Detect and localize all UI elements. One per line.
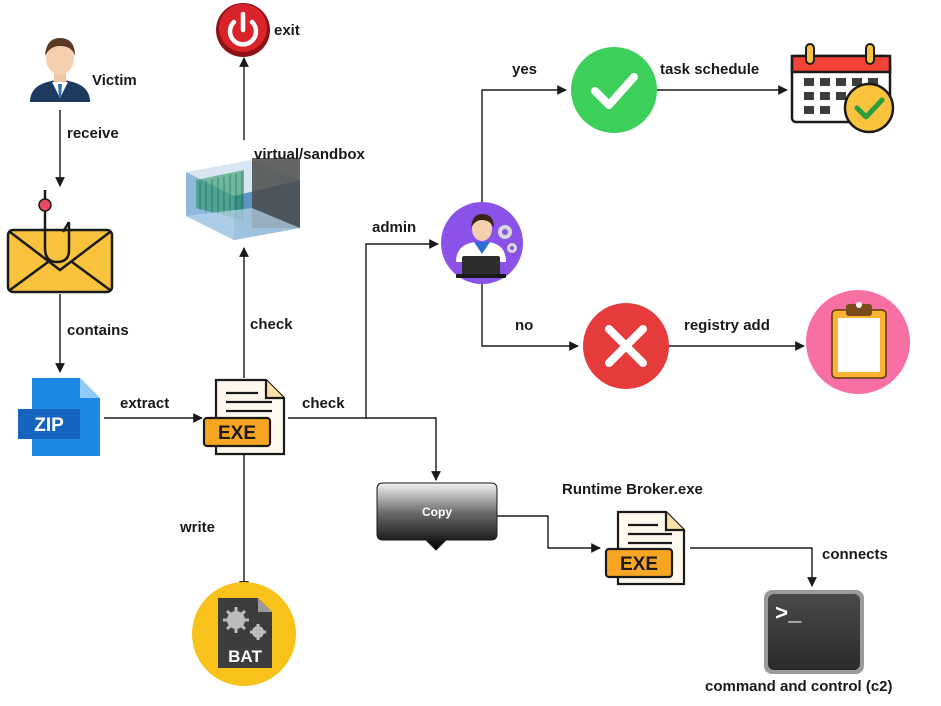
exe-label: EXE [218, 423, 256, 444]
edge-runtime-to-c2 [690, 547, 817, 587]
sandbox-icon [186, 158, 300, 240]
edge-label-extract: extract [120, 395, 170, 412]
runtime-exe-label: EXE [620, 554, 658, 575]
edge-admin-yes [481, 85, 567, 208]
edge-label-connects: connects [822, 546, 888, 563]
power-icon [216, 3, 270, 57]
x-icon [583, 303, 669, 389]
task-schedule-label: task schedule [660, 61, 760, 78]
registry-add-label: registry add [684, 317, 770, 334]
c2-label: command and control (c2) [705, 678, 893, 695]
edges [55, 57, 817, 591]
phishing-email-icon [6, 190, 114, 294]
edge-label-check-right: check [302, 395, 345, 412]
edge-label-write: write [180, 519, 216, 536]
edge-label-check-up: check [250, 316, 293, 333]
zip-label: ZIP [34, 415, 64, 436]
edge-label-admin: admin [372, 219, 417, 236]
bat-file-icon: BAT [192, 582, 296, 686]
check-icon [571, 47, 657, 133]
calendar-icon [790, 43, 895, 134]
copy-label: Copy [422, 505, 452, 519]
terminal-prompt: >_ [775, 602, 802, 627]
edge-label-yes: yes [512, 61, 538, 78]
edge-label-no: no [515, 317, 534, 334]
runtime-exe-icon: EXE [604, 510, 686, 586]
admin-icon [441, 202, 523, 284]
zip-file-icon: ZIP [18, 378, 100, 456]
exit-label: exit [274, 22, 300, 39]
terminal-icon: >_ [764, 590, 864, 674]
edge-exe-to-admin [288, 239, 439, 419]
edge-admin-no [481, 278, 579, 351]
victim-label: Victim [92, 72, 137, 89]
clipboard-icon [806, 290, 910, 394]
sandbox-label: virtual/sandbox [254, 146, 365, 163]
bat-label: BAT [228, 647, 262, 666]
victim-icon [30, 38, 90, 102]
exe-file-icon: EXE [202, 378, 286, 456]
edge-label-receive: receive [67, 125, 119, 142]
runtime-broker-label: Runtime Broker.exe [562, 481, 703, 498]
edge-label-contains: contains [67, 322, 129, 339]
edge-copy-to-runtime [496, 515, 601, 553]
edge-exe-to-copy [366, 417, 441, 481]
copy-shape: Copy [376, 482, 498, 551]
